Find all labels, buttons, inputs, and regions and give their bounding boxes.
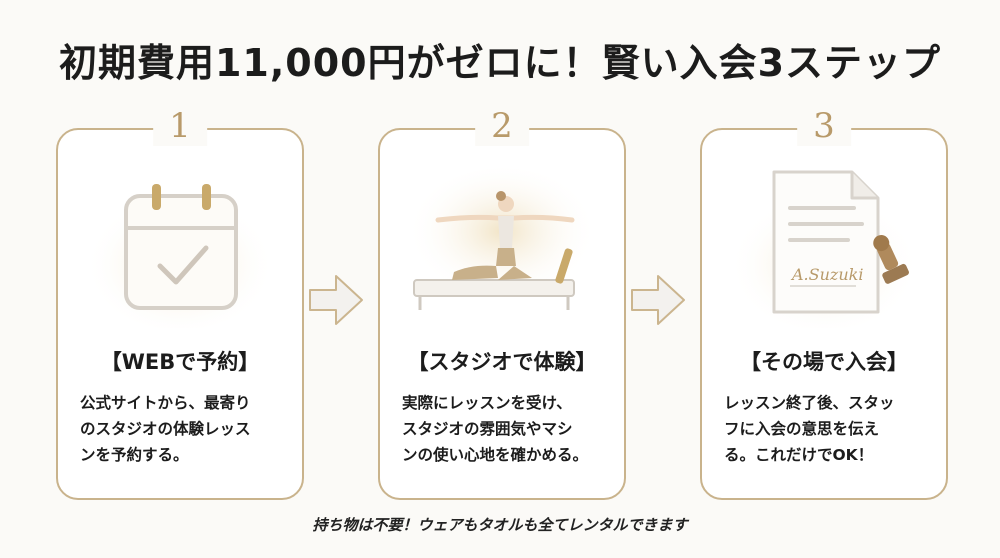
step-description-line: ンを予約する。: [80, 446, 189, 464]
step-title: 【スタジオで体験】: [407, 350, 597, 374]
signature: A.Suzuki: [790, 265, 863, 284]
step-title: 【その場で入会】: [740, 350, 908, 374]
pilates-reformer-icon: [407, 168, 597, 310]
step-number: 1: [153, 106, 207, 146]
step-description-line: 実際にレッスンを受け、: [402, 394, 572, 412]
step-description-line: フに入会の意思を伝え: [724, 420, 880, 438]
calendar-check-icon: [85, 184, 275, 328]
step-description-line: 公式サイトから、最寄り: [80, 394, 251, 412]
step-description: レッスン終了後、スタッ フに入会の意思を伝え る。これだけでOK！: [724, 390, 930, 468]
step-title: 【WEBで予約】: [100, 350, 260, 374]
footer-note: 持ち物は不要！ウェアもタオルも全てレンタルできます: [312, 516, 688, 534]
step-description: 実際にレッスンを受け、 スタジオの雰囲気やマシ ンの使い心地を確かめる。: [402, 390, 608, 468]
step-card-3: 3 A.Suzuki 【その場で入会】 レッスン終了後、スタッ フに入会の意思を…: [700, 106, 948, 500]
step-description-line: ンの使い心地を確かめる。: [402, 446, 589, 464]
arrow-right-icon: [309, 275, 363, 325]
step-number: 2: [475, 106, 529, 146]
step-card-1: 1 【WEBで予約】 公式サイトから、最寄り のスタジオの体験レッス ンを予約す…: [56, 106, 304, 500]
step-description-line: のスタジオの体験レッス: [80, 420, 251, 438]
step-number: 3: [797, 106, 851, 146]
page-title: 初期費用11,000円がゼロに！賢い入会3ステップ: [58, 41, 942, 85]
step-card-2: 2 【スタジオで体験】 実際にレッスンを受け、 スタジオの雰囲気やマシ ンの使い…: [378, 106, 626, 500]
step-description-line: る。これだけでOK！: [724, 446, 874, 464]
step-description-line: スタジオの雰囲気やマシ: [402, 420, 573, 438]
step-description-line: レッスン終了後、スタッ: [724, 394, 895, 412]
step-description: 公式サイトから、最寄り のスタジオの体験レッス ンを予約する。: [80, 390, 286, 468]
arrow-right-icon: [631, 275, 685, 325]
document-stamp-icon: A.Suzuki: [729, 170, 919, 328]
